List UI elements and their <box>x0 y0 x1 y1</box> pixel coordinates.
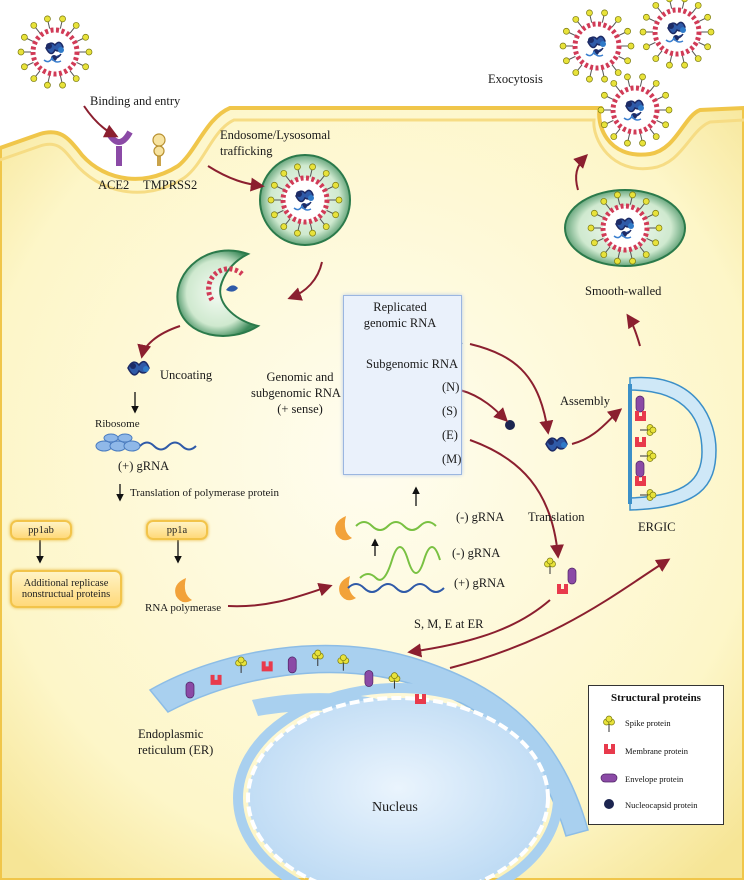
arrow-ergic-to-vesicle <box>626 313 641 347</box>
minus-grna-strand-2 <box>359 546 441 581</box>
legend-item-membrane: Membrane protein <box>625 746 689 756</box>
label-e: (E) <box>442 428 458 442</box>
label-smooth-walled: Smooth-walled <box>585 284 662 298</box>
arrow-uncoating <box>137 325 181 359</box>
additional-replicase-box: Additional replicase nonstructual protei… <box>10 570 122 608</box>
nucleocapsid-protein-free <box>505 420 515 430</box>
label-genomic-2: subgenomic RNA <box>251 386 341 400</box>
nucleocapsid-uncoated <box>127 360 150 376</box>
legend-envelope-icon <box>600 773 618 783</box>
minus-grna-strand-1 <box>355 521 437 531</box>
legend-spike-icon <box>603 715 615 733</box>
label-plus-grna-2: (+) gRNA <box>454 576 506 590</box>
legend-item-envelope: Envelope protein <box>625 774 684 784</box>
label-subgenomic-rna: Subgenomic RNA <box>366 357 459 371</box>
label-translation: Translation <box>528 510 585 524</box>
polymerase-on-plus-grna <box>339 576 356 601</box>
label-genomic-1: Genomic and <box>266 370 334 384</box>
arrow-to-endosome <box>207 165 265 192</box>
label-binding-entry: Binding and entry <box>90 94 181 108</box>
label-replicated-2: genomic RNA <box>363 316 437 330</box>
arrow-exocytosis <box>573 154 588 191</box>
label-smeer: S, M, E at ER <box>414 617 484 631</box>
er-protein <box>185 681 195 699</box>
label-rna-polymerase: RNA polymerase <box>145 602 222 614</box>
label-ergic: ERGIC <box>638 520 676 534</box>
ergic-protein <box>635 460 645 478</box>
arrow-replicated-to-assembly <box>469 343 554 435</box>
label-tmprss2: TMPRSS2 <box>143 178 198 192</box>
polymerase-on-minus-grna <box>335 516 352 541</box>
label-ribosome: Ribosome <box>95 418 140 430</box>
legend-nucleocapsid-icon <box>604 799 614 809</box>
arrow-n-to-nucleocapsid <box>459 389 508 422</box>
label-n: (N) <box>442 380 460 394</box>
label-er-2: reticulum (ER) <box>138 743 214 757</box>
arrow-endosome-down <box>287 261 323 301</box>
er-protein <box>287 656 297 674</box>
label-er-1: Endoplasmic <box>138 727 204 741</box>
endoplasmic-reticulum <box>148 644 589 837</box>
label-assembly: Assembly <box>560 394 610 408</box>
ribosome-cluster <box>95 433 197 452</box>
label-minus-grna-1: (-) gRNA <box>456 510 505 524</box>
legend-title: Structural proteins <box>611 692 701 704</box>
arrow-polymerase-to-rna <box>227 582 333 608</box>
rna-polymerase-icon <box>175 578 192 603</box>
endosome <box>259 154 351 246</box>
arrow-binding <box>83 105 119 138</box>
label-m: (M) <box>442 452 462 466</box>
label-uncoating: Uncoating <box>160 368 213 382</box>
label-genomic-3: (+ sense) <box>277 402 323 416</box>
virus-exocytosis-2 <box>640 0 714 68</box>
lysosome-open <box>176 249 261 337</box>
structural-proteins-legend: Structural proteins Spike protein Membra… <box>588 685 724 825</box>
label-additional-2: nonstructual proteins <box>21 589 111 600</box>
arrow-er-to-ergic <box>449 558 671 669</box>
label-nucleus: Nucleus <box>372 800 418 815</box>
ergic-protein <box>635 395 645 413</box>
legend-item-nucleocapsid: Nucleocapsid protein <box>625 800 698 810</box>
pp1a-box: pp1a <box>146 520 208 540</box>
virus-entry <box>18 16 92 88</box>
label-translation-polymerase: Translation of polymerase protein <box>130 487 279 499</box>
virus-exocytosis-1 <box>560 10 634 82</box>
label-additional-1: Additional replicase <box>23 578 109 589</box>
rna-box <box>343 295 462 475</box>
ace2-receptor <box>105 130 133 166</box>
ergic <box>628 376 717 511</box>
pp1ab-box: pp1ab <box>10 520 72 540</box>
er-protein <box>364 670 374 687</box>
tmprss2-receptor <box>152 133 166 166</box>
label-endosome-2: trafficking <box>220 144 273 158</box>
nucleocapsid-assembled <box>545 436 568 452</box>
arrow-to-ergic <box>571 408 623 445</box>
label-s: (S) <box>442 404 458 418</box>
label-replicated-1: Replicated <box>373 300 427 314</box>
legend-membrane-icon <box>604 744 615 754</box>
label-exocytosis: Exocytosis <box>488 72 543 86</box>
arrow-translation <box>469 439 564 559</box>
virus-exocytosis-3 <box>598 74 672 146</box>
label-ace2: ACE2 <box>98 178 130 192</box>
arrow-to-er <box>407 599 551 658</box>
nucleus <box>246 696 550 880</box>
label-plus-grna: (+) gRNA <box>118 459 170 473</box>
label-minus-grna-2: (-) gRNA <box>452 546 501 560</box>
plus-grna-strand <box>347 583 445 593</box>
label-endosome-1: Endosome/Lysosomal <box>220 128 331 142</box>
legend-item-spike: Spike protein <box>625 718 671 728</box>
smooth-walled-vesicle <box>564 189 686 267</box>
